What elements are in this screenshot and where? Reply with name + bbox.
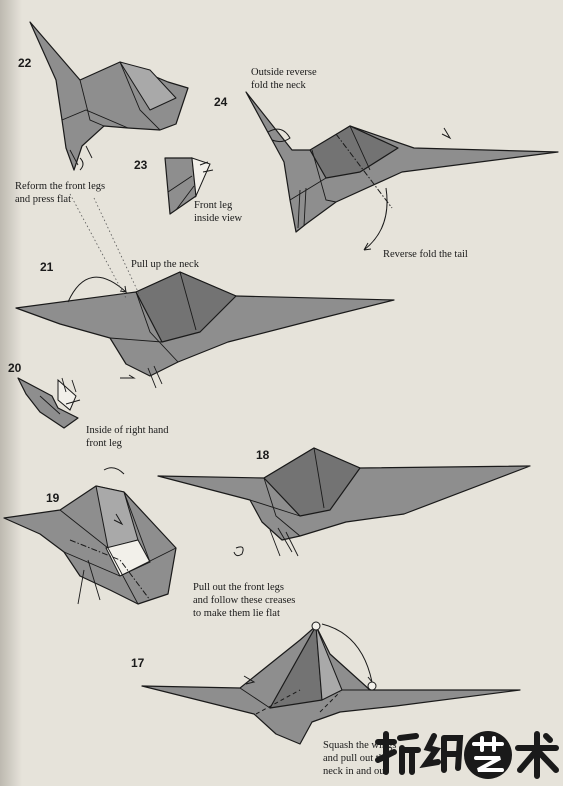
- step-23-figure: [164, 157, 214, 215]
- step-22-figure: [29, 21, 189, 171]
- step-18-number: 18: [256, 448, 270, 462]
- step-18-caption-line2: and follow these creases: [193, 595, 296, 606]
- step-24-figure: [245, 91, 559, 251]
- step-23-caption-line1: Front leg: [194, 200, 233, 211]
- step-17-caption-line2: and pull out the: [323, 753, 389, 764]
- step-17-caption-line1: Squash the wings: [323, 740, 397, 751]
- step-24-number: 24: [214, 95, 228, 109]
- step-24-caption-line1: Outside reverse: [251, 67, 317, 78]
- step-24-tail-caption: Reverse fold the tail: [383, 249, 468, 260]
- step-20-figure: [17, 377, 81, 429]
- step-23-number: 23: [134, 158, 148, 172]
- step-17-number: 17: [131, 656, 145, 670]
- step-22-caption-line1: Reform the front legs: [15, 181, 106, 192]
- step-18-figure: [157, 447, 531, 557]
- step-20-number: 20: [8, 361, 22, 375]
- step-20-caption-line1: Inside of right hand: [86, 425, 169, 436]
- step-23-caption-line2: inside view: [194, 213, 243, 224]
- step-22-caption-line2: and press flat: [15, 194, 71, 205]
- step-21-caption: Pull up the neck: [131, 259, 199, 270]
- step-17-target-circle: [367, 681, 377, 691]
- step-18-caption-line1: Pull out the front legs: [193, 582, 284, 593]
- step-21-figure: [15, 193, 395, 389]
- step-19-figure: [3, 467, 177, 605]
- step-18-caption-line3: to make them lie flat: [193, 608, 280, 619]
- step-17-caption-line3: neck in and out: [323, 766, 388, 777]
- step-19-number: 19: [46, 491, 60, 505]
- step-21-number: 21: [40, 260, 54, 274]
- watermark-logo: [375, 731, 559, 779]
- step-20-caption-line2: front leg: [86, 438, 122, 449]
- step-17-figure: [141, 621, 521, 745]
- step-24-caption-line2: fold the neck: [251, 80, 306, 91]
- step-22-number: 22: [18, 56, 32, 70]
- step-17-source-circle: [311, 621, 321, 631]
